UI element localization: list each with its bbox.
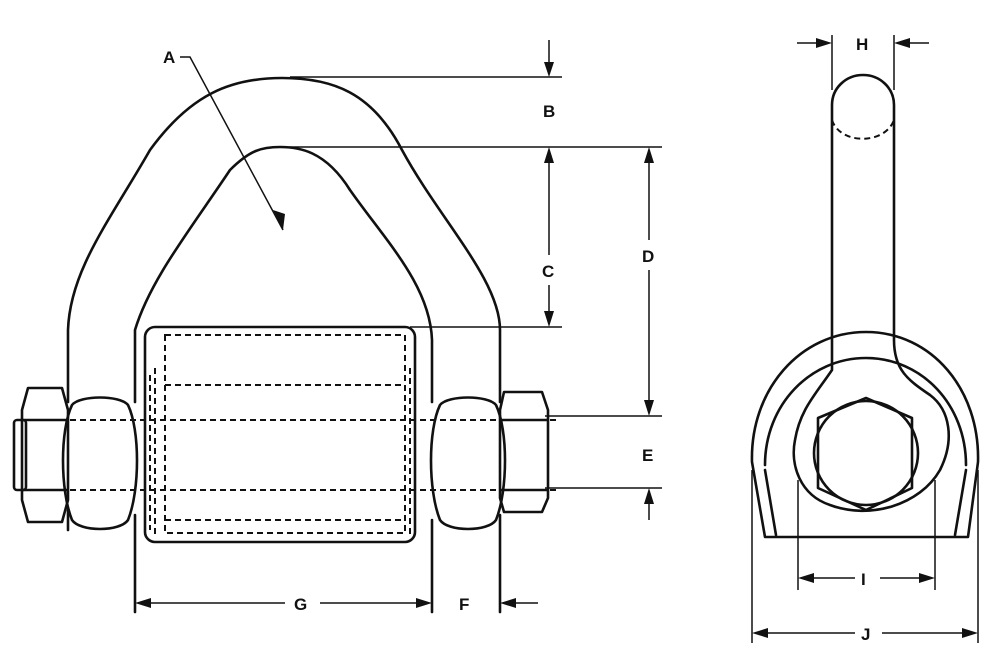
dimension-c-arrowhead-bottom xyxy=(544,311,554,327)
link-top-hidden-arc xyxy=(831,119,895,140)
label-h: H xyxy=(856,35,868,54)
dimension-f-arrowhead xyxy=(500,598,516,608)
left-washer xyxy=(61,396,139,531)
side-hex-nut xyxy=(816,396,914,512)
right-hex-nut xyxy=(498,390,550,514)
dimension-g-arrowhead-right xyxy=(416,598,432,608)
dimension-d-arrowhead-top xyxy=(644,147,654,163)
dimension-j-arrowhead-right xyxy=(962,628,978,638)
dimension-b-arrowhead xyxy=(544,62,554,77)
label-a: A xyxy=(163,48,175,67)
dimension-j-arrowhead-left xyxy=(752,628,768,638)
side-shackle-inner xyxy=(763,356,968,537)
label-e: E xyxy=(642,446,653,465)
dimension-i-arrowhead-right xyxy=(919,573,935,583)
outer-bow xyxy=(66,76,502,404)
left-bolt-end xyxy=(12,418,28,492)
spacer-sleeve-hidden xyxy=(149,334,416,535)
spacer-sleeve xyxy=(143,325,417,544)
side-shackle-body xyxy=(750,330,980,539)
dimension-h-arrowhead-right xyxy=(894,38,910,48)
dimension-d-arrowhead-bottom xyxy=(644,400,654,416)
dimension-e-arrowhead xyxy=(644,488,654,504)
label-c: C xyxy=(542,262,554,281)
label-j: J xyxy=(861,625,870,644)
front-view xyxy=(12,40,662,614)
left-hex-nut xyxy=(20,386,70,524)
label-b: B xyxy=(543,102,555,121)
label-f: F xyxy=(459,595,469,614)
right-washer xyxy=(429,396,507,531)
bow-leg-left-lower xyxy=(66,508,137,614)
dimension-h-extension xyxy=(831,35,895,90)
link-body xyxy=(792,73,951,513)
dimension-labels: A B C D E F G H I J xyxy=(163,35,870,644)
dimension-a-leader xyxy=(180,56,284,231)
label-i: I xyxy=(861,570,866,589)
bow-leg-right-lower xyxy=(430,513,502,614)
dimension-i-arrowhead-left xyxy=(798,573,814,583)
pin-hidden-lines xyxy=(20,419,560,491)
label-d: D xyxy=(642,247,654,266)
dimension-a-arrowhead xyxy=(273,210,285,230)
label-g: G xyxy=(294,595,307,614)
side-pin-circle xyxy=(812,399,920,507)
side-view xyxy=(750,35,980,643)
dimension-i-extension xyxy=(797,480,936,590)
dimension-h-arrowhead-left xyxy=(816,38,832,48)
dimension-g-arrowhead-left xyxy=(135,598,151,608)
dimension-j-extension xyxy=(751,470,979,643)
inner-bow xyxy=(133,145,434,404)
dimension-c-arrowhead-top xyxy=(544,147,554,163)
